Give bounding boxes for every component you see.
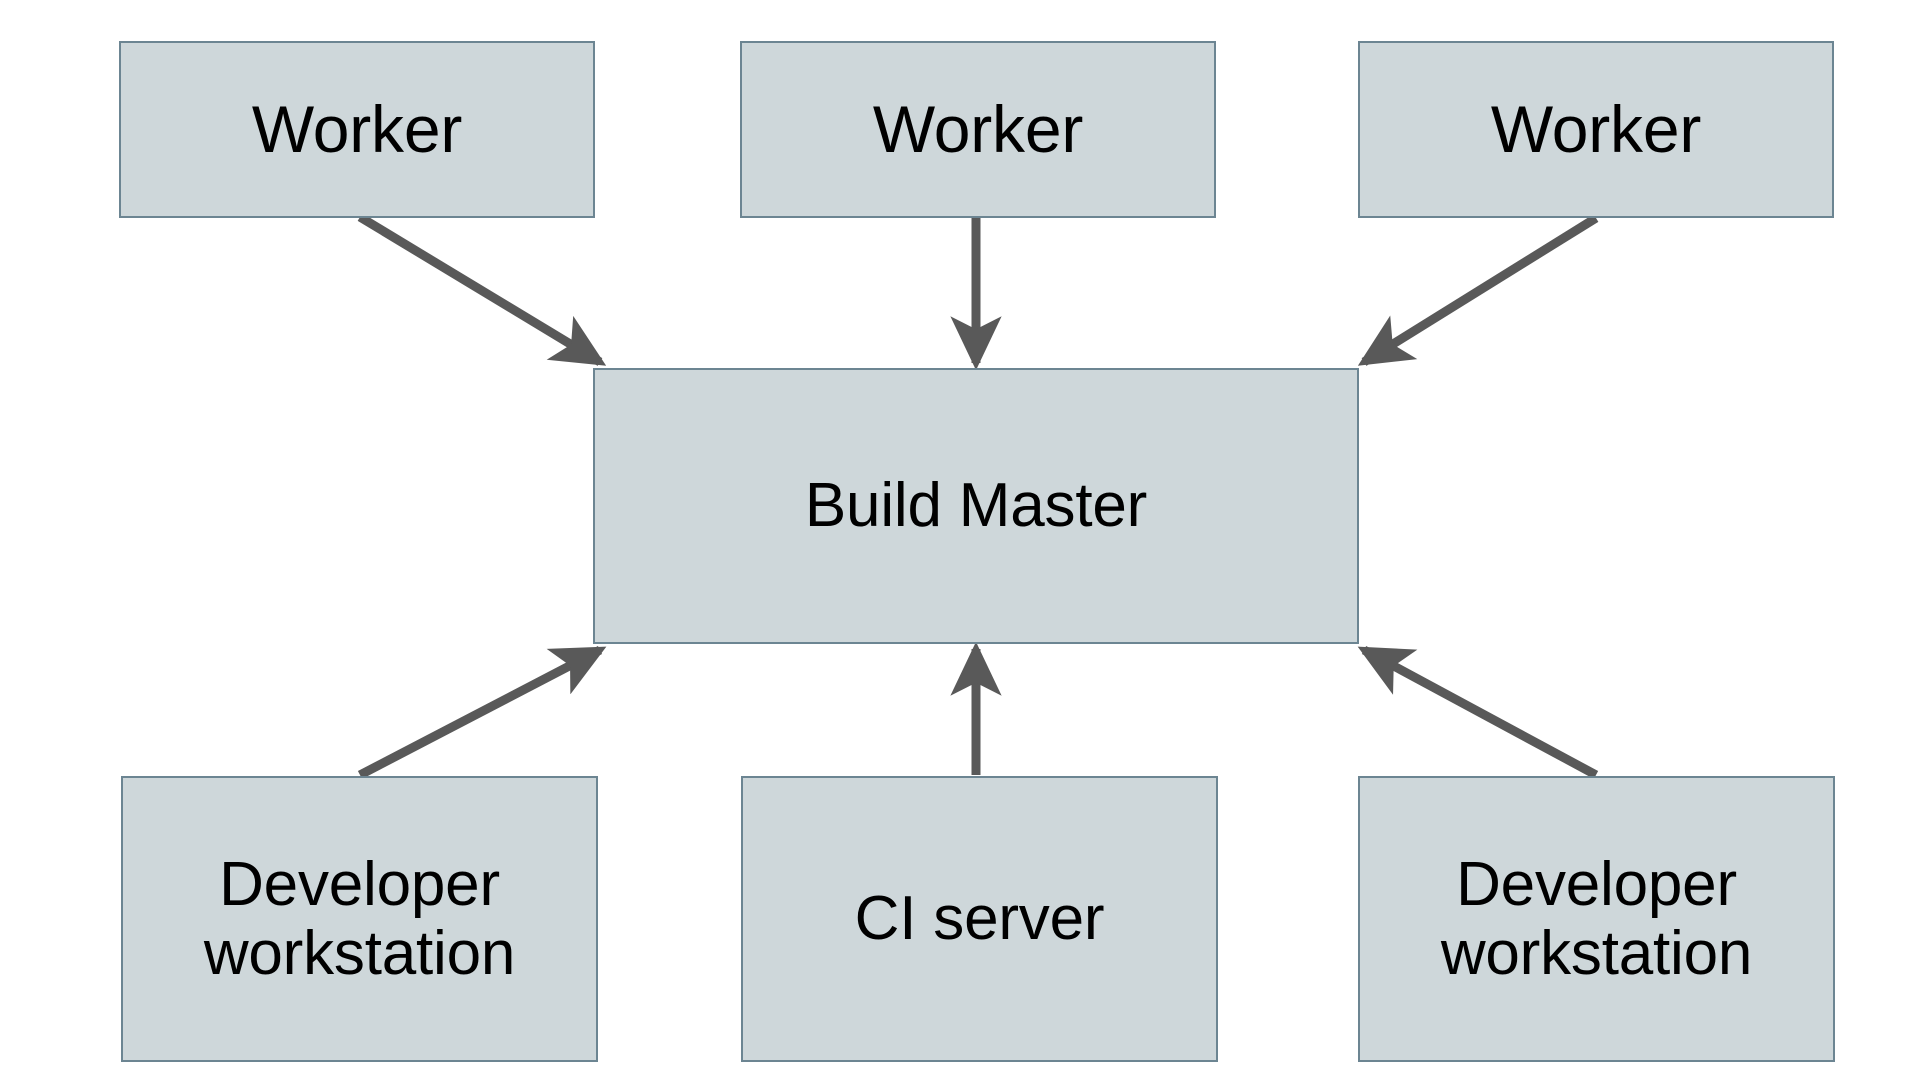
edge-worker-right-to-master [1357, 214, 1599, 366]
node-label-worker-center: Worker [872, 91, 1084, 166]
node-worker-left[interactable]: Worker [119, 41, 595, 218]
node-developer-workstation-right[interactable]: Developer workstation [1358, 776, 1835, 1062]
node-label-ci-server: CI server [854, 884, 1105, 954]
node-developer-workstation-left[interactable]: Developer workstation [121, 776, 598, 1062]
edge-devright-to-master [1357, 646, 1599, 779]
node-label-developer-workstation-right: Developer workstation [1440, 849, 1753, 988]
node-build-master[interactable]: Build Master [593, 368, 1359, 644]
node-worker-center[interactable]: Worker [740, 41, 1216, 218]
edge-devleft-to-master [357, 646, 607, 779]
edges-group [357, 213, 1599, 779]
node-label-developer-workstation-left: Developer workstation [203, 849, 516, 988]
node-worker-right[interactable]: Worker [1358, 41, 1834, 218]
node-ci-server[interactable]: CI server [741, 776, 1218, 1062]
node-label-worker-left: Worker [251, 91, 463, 166]
node-label-worker-right: Worker [1490, 91, 1702, 166]
node-label-build-master: Build Master [804, 471, 1148, 541]
edge-worker-left-to-master [357, 213, 607, 366]
